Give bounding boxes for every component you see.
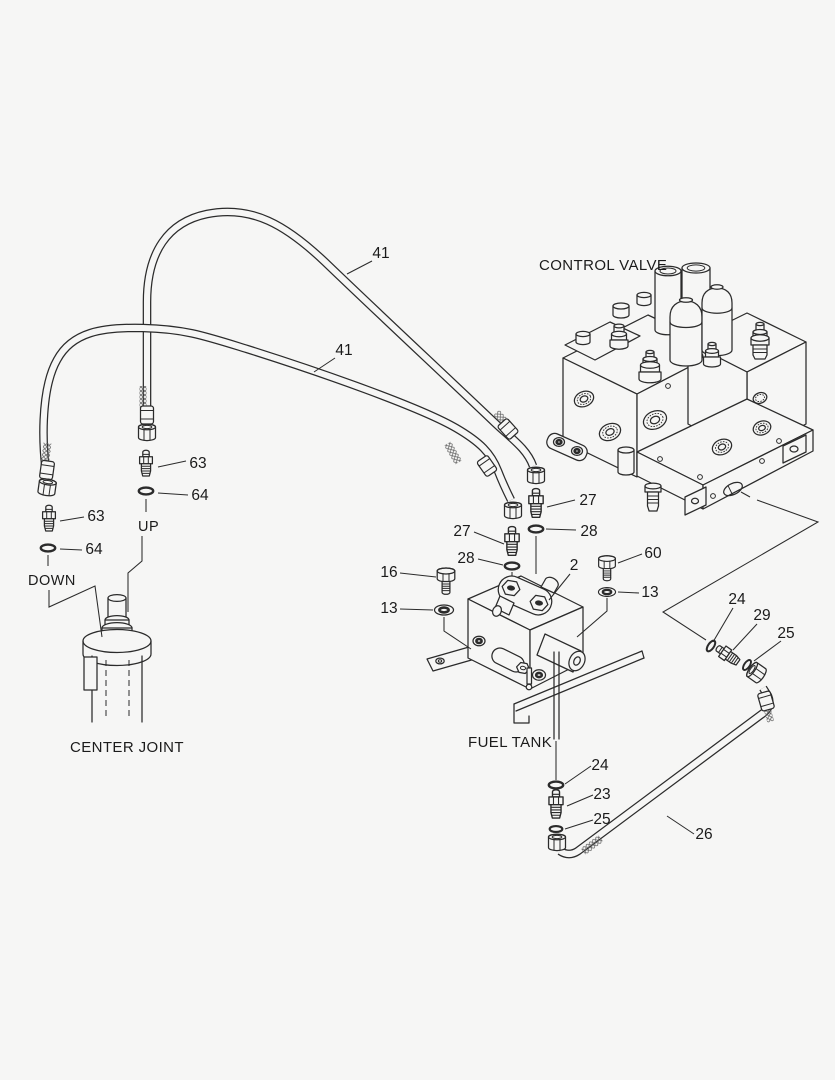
callout-60: 60 bbox=[644, 545, 662, 562]
callout-26: 26 bbox=[695, 826, 712, 843]
callout-63-down: 63 bbox=[87, 508, 104, 525]
adapter-27-upper bbox=[528, 487, 544, 519]
callout-leader-lines bbox=[59, 260, 782, 835]
washer-13-front bbox=[433, 603, 455, 617]
control-valve-illustration bbox=[546, 262, 814, 516]
callout-16: 16 bbox=[380, 564, 397, 581]
bolt-16 bbox=[436, 567, 456, 595]
up-down-leader-lines bbox=[47, 499, 147, 638]
adapter-63-up bbox=[138, 449, 154, 477]
hose-fittings bbox=[36, 386, 546, 520]
oring-28-upper bbox=[527, 524, 545, 534]
washer-front-assembly-line bbox=[443, 617, 472, 650]
callout-24-tank: 24 bbox=[591, 757, 609, 774]
callout-13-front: 13 bbox=[380, 600, 397, 617]
relief-valve-stacks bbox=[609, 321, 770, 384]
callout-25-cv: 25 bbox=[777, 625, 794, 642]
callout-29: 29 bbox=[753, 607, 770, 624]
adapter-23 bbox=[548, 789, 564, 819]
hose-upper-41 bbox=[142, 207, 538, 468]
hose-lower-41 bbox=[39, 323, 515, 502]
down-label: DOWN bbox=[28, 573, 76, 589]
fuel-tank-title: FUEL TANK bbox=[468, 734, 552, 751]
hose-upper-nut bbox=[526, 466, 546, 485]
cap-nuts bbox=[575, 291, 652, 346]
callout-27-upper: 27 bbox=[579, 492, 596, 509]
oring-64-up bbox=[137, 486, 155, 496]
control-valve-title: CONTROL VALVE bbox=[539, 257, 667, 274]
oring-24-cv bbox=[704, 638, 718, 654]
callout-23: 23 bbox=[593, 786, 610, 803]
oring-28-lower bbox=[503, 561, 521, 571]
oring-64-down bbox=[39, 543, 57, 553]
bolt-60 bbox=[598, 555, 616, 582]
adapter-29 bbox=[712, 641, 743, 669]
callout-25-tank: 25 bbox=[593, 811, 610, 828]
washer-13-rear bbox=[597, 586, 617, 598]
callout-64-down: 64 bbox=[85, 541, 103, 558]
oring-25-tank bbox=[548, 824, 564, 834]
callout-13-rear: 13 bbox=[641, 584, 658, 601]
callout-28-lower: 28 bbox=[457, 550, 474, 567]
callout-63-up: 63 bbox=[189, 455, 206, 472]
washer-rear-assembly-line bbox=[576, 598, 608, 638]
control-valve-port-leader bbox=[661, 491, 820, 641]
callout-41-lower: 41 bbox=[335, 342, 352, 359]
hose-lower-nut bbox=[503, 501, 523, 520]
center-joint-illustration bbox=[82, 593, 152, 723]
return-tube-26 bbox=[547, 660, 776, 859]
fuel-valve-illustration bbox=[426, 575, 645, 780]
callout-64-up: 64 bbox=[191, 487, 209, 504]
callout-2: 2 bbox=[570, 557, 579, 574]
callout-41-upper: 41 bbox=[372, 245, 389, 262]
callout-24-cv: 24 bbox=[728, 591, 746, 608]
adapter-27-lower bbox=[504, 525, 520, 557]
callout-27-lower: 27 bbox=[453, 523, 470, 540]
up-label: UP bbox=[138, 519, 159, 535]
callout-28-upper: 28 bbox=[580, 523, 597, 540]
oring-24-tank bbox=[547, 780, 565, 790]
adapter-63-down bbox=[41, 504, 57, 532]
center-joint-title: CENTER JOINT bbox=[70, 739, 184, 756]
